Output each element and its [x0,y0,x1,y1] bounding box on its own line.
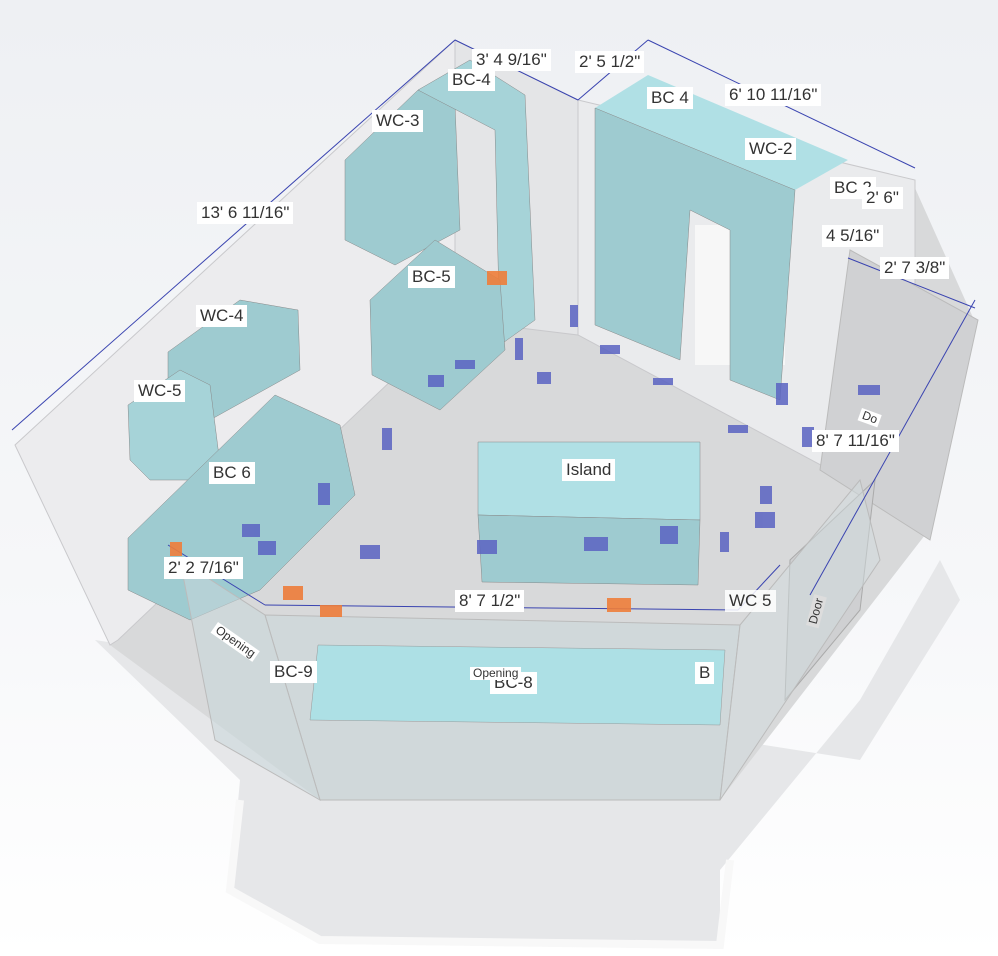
cabinet-label-bc-4-tall[interactable]: BC 4 [647,87,693,109]
dimension-right-return: 2' 6" [862,187,903,209]
cabinet-label-b-partial[interactable]: B [695,662,715,684]
cabinet-label-wc-5[interactable]: WC-5 [134,380,186,402]
cabinet-label-bc-6[interactable]: BC 6 [209,462,255,484]
island-top [477,441,701,521]
left-front-wall [179,558,321,802]
dimension-right-door: 2' 7 3/8" [880,257,950,279]
right-wall [819,249,979,541]
cabinet-label-wc-5-right[interactable]: WC 5 [725,590,776,612]
right-front-wall [719,478,881,801]
cabinet-label-bc-9[interactable]: BC-9 [270,661,317,683]
cabinet-label-wc-2[interactable]: WC-2 [745,138,797,160]
dimension-front-left: 2' 2 7/16" [164,557,243,579]
shadow-outline [225,799,734,950]
cabinet-handles [242,305,880,559]
dimension-back-left: 3' 4 9/16" [472,49,551,71]
tall-cabinet-bc4-front [594,107,796,401]
dimension-back-corner: 2' 5 1/2" [575,51,645,73]
dimension-back-right: 6' 10 11/16" [725,84,822,106]
cabinet-label-wc-3[interactable]: WC-3 [372,110,424,132]
cabinet-label-bc-5[interactable]: BC-5 [408,266,455,288]
opening-label-front[interactable]: Opening [470,667,522,680]
cabinet-label-bc-4[interactable]: BC-4 [448,69,495,91]
dimension-left-wall: 13' 6 11/16" [197,202,294,224]
dimension-right-small: 4 5/16" [822,225,884,247]
cabinet-label-wc-4[interactable]: WC-4 [196,305,248,327]
appliance-markers [170,271,631,617]
dimension-right-wall: 8' 7 11/16" [812,430,899,452]
cabinet-label-island[interactable]: Island [562,459,616,481]
dimension-front-wall: 8' 7 1/2" [455,590,525,612]
